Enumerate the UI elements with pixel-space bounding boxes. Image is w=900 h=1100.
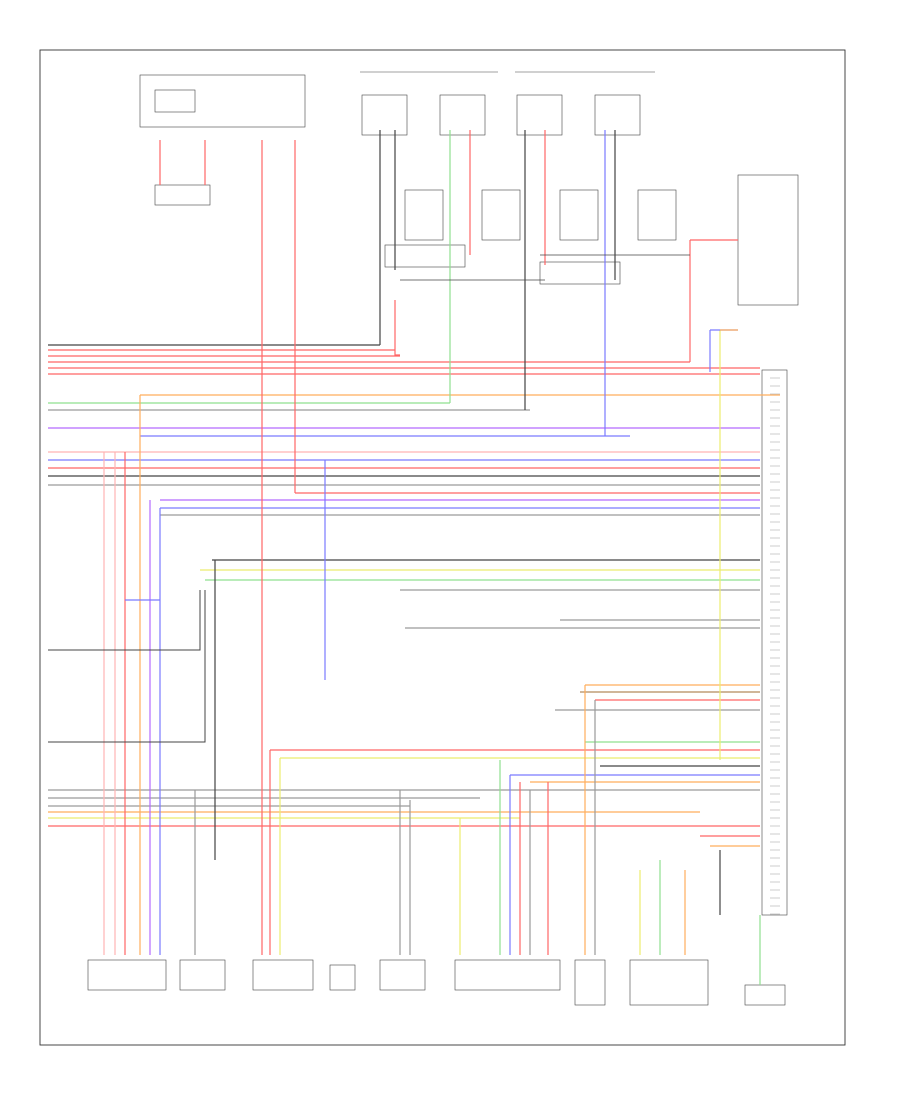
wire-86 (394, 300, 400, 356)
fuse-block (154, 184, 211, 206)
relay-box (139, 74, 306, 128)
diagram-frame (39, 49, 846, 1046)
comp-3 (252, 959, 314, 991)
splice-right (539, 261, 621, 285)
comp-8 (629, 959, 709, 1006)
ecm-connector (761, 369, 788, 916)
heater-2 (481, 189, 521, 241)
sensor-2 (439, 94, 486, 136)
splice-left (384, 244, 466, 268)
right-sensor-box (737, 174, 799, 306)
wire-92 (48, 590, 206, 743)
relay-switch (154, 89, 196, 113)
comp-9 (744, 984, 786, 1006)
comp-5 (379, 959, 426, 991)
heater-4 (637, 189, 677, 241)
comp-1 (87, 959, 167, 991)
wire-91 (48, 590, 201, 651)
wires (48, 130, 780, 985)
sensor-1 (361, 94, 408, 136)
connector-pins (770, 377, 780, 915)
top-sensors (360, 71, 677, 285)
sensor-4 (594, 94, 641, 136)
comp-2 (179, 959, 226, 991)
comp-4 (329, 964, 356, 991)
heater-3 (559, 189, 599, 241)
comp-6 (454, 959, 561, 991)
sensor-3 (516, 94, 563, 136)
bottom-components (87, 959, 786, 1006)
heater-1 (404, 189, 444, 241)
comp-7 (574, 959, 606, 1006)
